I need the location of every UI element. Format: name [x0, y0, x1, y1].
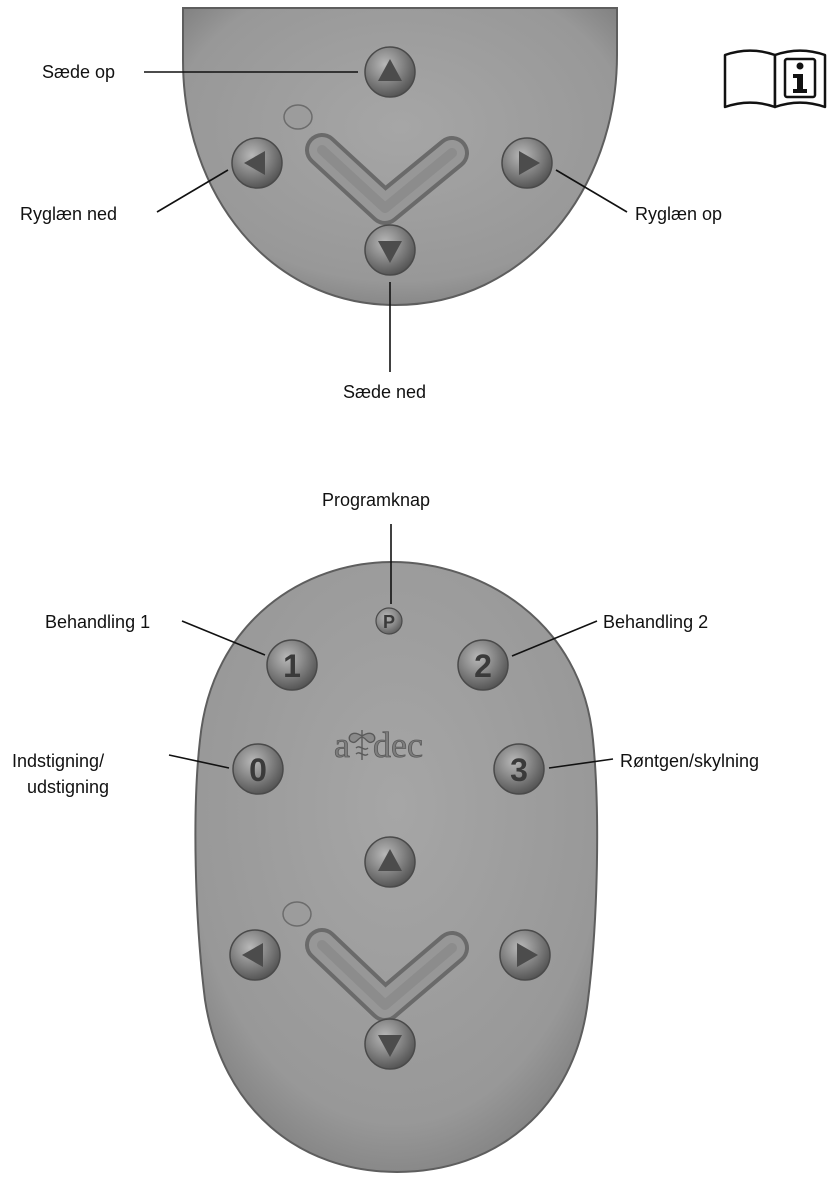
seat-up-button[interactable] — [365, 47, 415, 97]
program-button-label: P — [383, 612, 395, 632]
top-pendant: Sæde op Ryglæn ned Ryglæn op Sæde ned — [20, 8, 722, 402]
program-button[interactable]: P — [376, 608, 402, 634]
bottom-seat-down-button[interactable] — [365, 1019, 415, 1069]
label-xray-rinse: Røntgen/skylning — [620, 751, 759, 771]
label-entry-exit-line1: Indstigning/ — [12, 751, 104, 771]
label-seat-down: Sæde ned — [343, 382, 426, 402]
label-treatment-1: Behandling 1 — [45, 612, 150, 632]
treatment-2-button[interactable]: 2 — [458, 640, 508, 690]
label-entry-exit-line2: udstigning — [27, 777, 109, 797]
logo-text-dec: dec — [373, 725, 423, 765]
treatment-2-label: 2 — [474, 648, 492, 684]
seat-down-button[interactable] — [365, 225, 415, 275]
treatment-1-button[interactable]: 1 — [267, 640, 317, 690]
bottom-indicator-dot — [283, 902, 311, 926]
label-back-down: Ryglæn ned — [20, 204, 117, 224]
info-manual-icon — [725, 51, 825, 108]
entry-exit-label: 0 — [249, 752, 267, 788]
bottom-back-down-button[interactable] — [230, 930, 280, 980]
back-down-button[interactable] — [232, 138, 282, 188]
label-program-button: Programknap — [322, 490, 430, 510]
label-back-up: Ryglæn op — [635, 204, 722, 224]
back-up-button[interactable] — [502, 138, 552, 188]
label-treatment-2: Behandling 2 — [603, 612, 708, 632]
treatment-1-label: 1 — [283, 648, 301, 684]
adec-logo: a dec — [334, 725, 423, 765]
bottom-pendant: a dec P 1 2 0 3 — [12, 490, 759, 1172]
top-indicator-dot — [284, 105, 312, 129]
bottom-seat-up-button[interactable] — [365, 837, 415, 887]
label-seat-up: Sæde op — [42, 62, 115, 82]
bottom-back-up-button[interactable] — [500, 930, 550, 980]
xray-rinse-label: 3 — [510, 752, 528, 788]
entry-exit-button[interactable]: 0 — [233, 744, 283, 794]
logo-text-a: a — [334, 725, 350, 765]
xray-rinse-button[interactable]: 3 — [494, 744, 544, 794]
